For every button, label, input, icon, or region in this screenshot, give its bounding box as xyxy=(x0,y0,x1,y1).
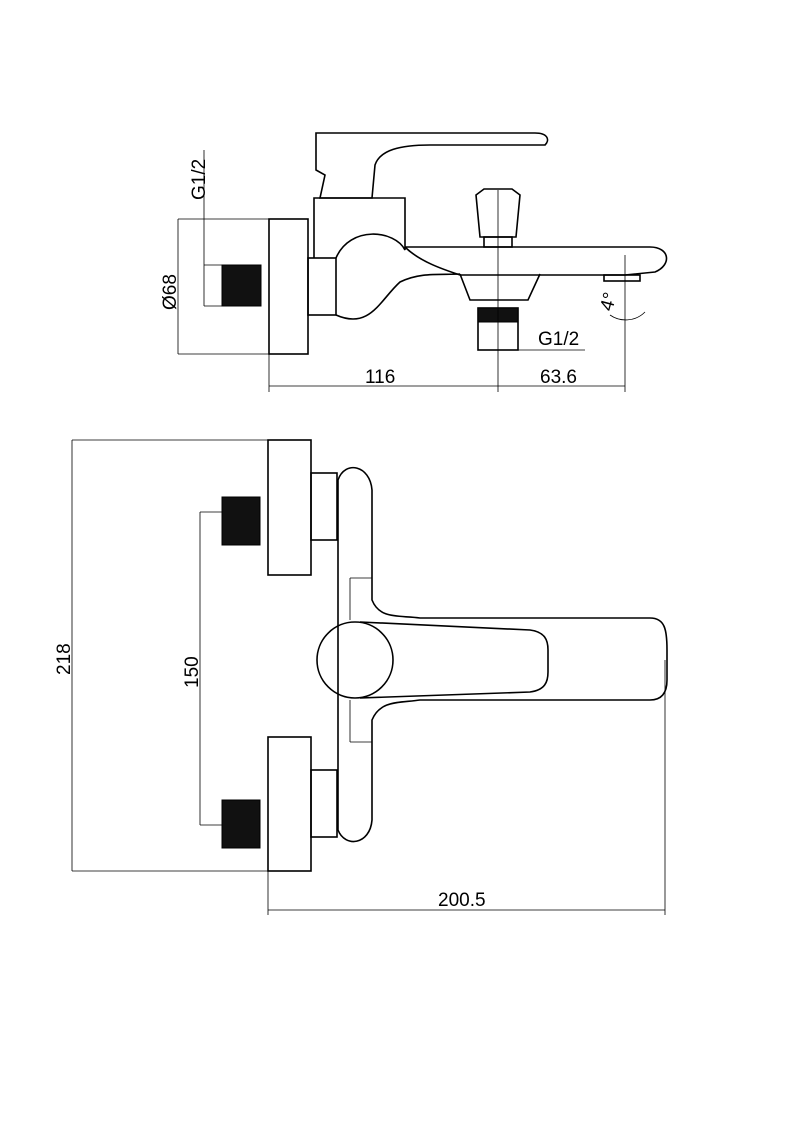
body-outline xyxy=(337,466,668,843)
outlet-thread-label: G1/2 xyxy=(538,329,579,350)
inlet-spacing-dimension xyxy=(199,511,222,826)
body-details xyxy=(349,577,372,743)
lower-nut xyxy=(310,769,338,838)
spout xyxy=(404,246,668,276)
angle-arc xyxy=(609,311,646,321)
diverter-knob xyxy=(475,188,521,238)
overall-height-label: 218 xyxy=(54,643,75,675)
inlet-thread-leader xyxy=(203,150,261,307)
valve-body xyxy=(313,197,406,259)
upper-rosette xyxy=(267,439,312,576)
diverter-to-spout-label: 63.6 xyxy=(540,367,577,388)
shower-outlet xyxy=(459,273,541,301)
overall-depth-label: 200.5 xyxy=(438,890,486,911)
lower-rosette xyxy=(267,736,312,872)
overall-height-dimension xyxy=(71,439,268,872)
wall-rosette xyxy=(268,218,309,355)
lever-handle xyxy=(315,132,549,199)
spout-aerator xyxy=(603,274,641,282)
top-view: 218 150 200.5 xyxy=(54,439,668,915)
inlet-spacing-label: 150 xyxy=(182,656,203,688)
body-lower-curve xyxy=(335,273,461,320)
rosette-diameter-label: Ø68 xyxy=(160,274,181,310)
side-view: G1/2 Ø68 G1/2 116 63.6 4° xyxy=(160,132,668,392)
upper-inlet-thread xyxy=(221,496,261,546)
horizontal-dimensions xyxy=(268,190,626,392)
lever-blade xyxy=(359,621,549,699)
connection-nut xyxy=(307,257,337,316)
lower-inlet-thread xyxy=(221,799,261,849)
wall-to-diverter-label: 116 xyxy=(365,367,395,388)
inlet-thread-label: G1/2 xyxy=(189,159,210,200)
rosette-diameter-dimension xyxy=(177,218,269,355)
lever-hub xyxy=(316,621,394,699)
inlet-thread xyxy=(221,264,262,307)
upper-nut xyxy=(310,472,338,541)
spout-angle-label: 4° xyxy=(597,290,622,313)
overall-depth-dimension xyxy=(267,660,666,915)
